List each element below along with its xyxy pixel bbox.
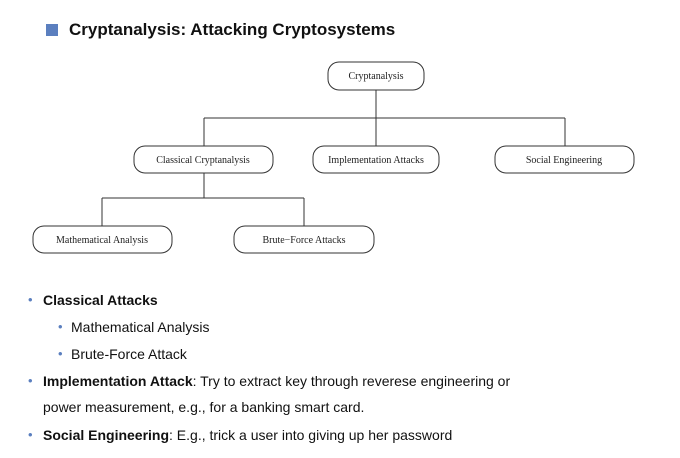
sub-bullet-text: Brute-Force Attack: [71, 346, 187, 362]
bullet-dot-icon: •: [28, 373, 33, 388]
bullet-implementation-attack: • Implementation Attack: Try to extract …: [28, 371, 668, 417]
bullet-dot-icon: •: [28, 427, 33, 442]
node-mathematical-analysis: Mathematical Analysis: [32, 225, 173, 254]
bullet-list: • Classical Attacks • Mathematical Analy…: [28, 290, 668, 445]
node-label: Implementation Attacks: [328, 155, 424, 166]
sub-bullet-brute-force-attack: • Brute-Force Attack: [28, 344, 668, 364]
bullet-dot-icon: •: [58, 346, 63, 361]
title-square-icon: [46, 24, 58, 36]
sub-bullet-text: Mathematical Analysis: [71, 319, 210, 335]
node-classical-cryptanalysis: Classical Cryptanalysis: [133, 145, 274, 174]
node-brute-force-attacks: Brute−Force Attacks: [233, 225, 375, 254]
node-cryptanalysis: Cryptanalysis: [327, 61, 425, 91]
bullet-text: : Try to extract key through reverese en…: [192, 373, 511, 389]
node-label: Classical Cryptanalysis: [156, 155, 250, 166]
node-social-engineering: Social Engineering: [494, 145, 635, 174]
bullet-dot-icon: •: [28, 292, 33, 307]
bullet-social-engineering: • Social Engineering: E.g., trick a user…: [28, 425, 668, 445]
bullet-text: : E.g., trick a user into giving up her …: [169, 427, 453, 443]
node-implementation-attacks: Implementation Attacks: [312, 145, 440, 174]
node-label: Brute−Force Attacks: [262, 235, 345, 246]
attack-hierarchy-diagram: Cryptanalysis Classical Cryptanalysis Im…: [32, 61, 635, 254]
bullet-term: Classical Attacks: [43, 292, 158, 308]
bullet-classical-attacks: • Classical Attacks: [28, 290, 668, 310]
bullet-term: Implementation Attack: [43, 373, 193, 389]
bullet-term: Social Engineering: [43, 427, 170, 443]
node-label: Social Engineering: [526, 155, 602, 166]
slide-title-text: Cryptanalysis: Attacking Cryptosystems: [69, 20, 396, 39]
node-label: Cryptanalysis: [349, 71, 404, 82]
node-label: Mathematical Analysis: [56, 235, 148, 246]
bullet-text-continuation: power measurement, e.g., for a banking s…: [43, 399, 365, 415]
sub-bullet-mathematical-analysis: • Mathematical Analysis: [28, 317, 668, 337]
diagram-edges: [101, 90, 566, 226]
slide-title: Cryptanalysis: Attacking Cryptosystems: [46, 18, 395, 42]
bullet-dot-icon: •: [58, 319, 63, 334]
